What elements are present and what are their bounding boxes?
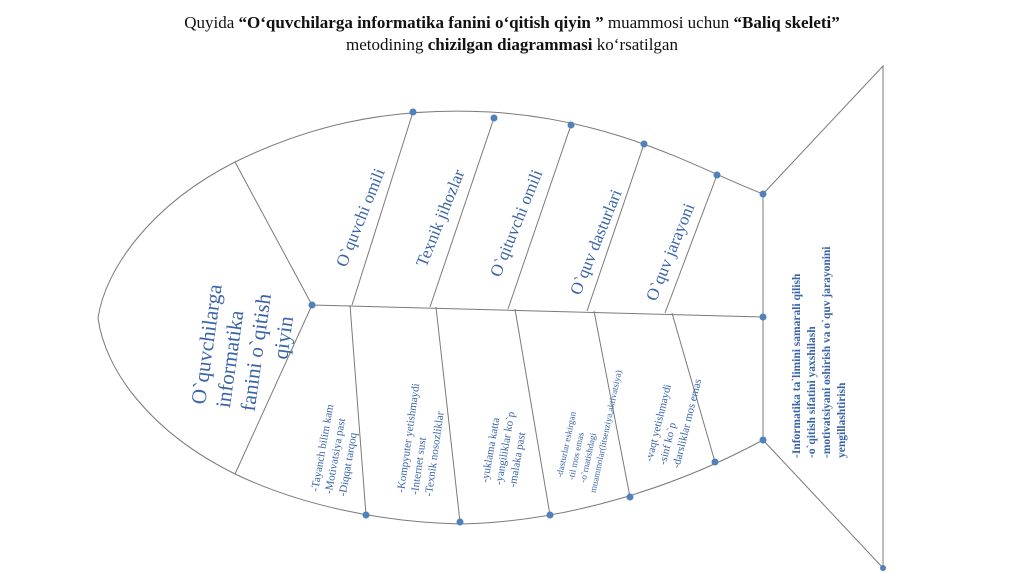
head-divider-lower [234, 304, 313, 475]
spine [311, 304, 764, 318]
dot [456, 518, 464, 526]
fish-body-outline [97, 110, 764, 525]
head-divider-upper [234, 161, 313, 306]
goal-line: yengillashtirish [836, 382, 848, 458]
top-rib [507, 124, 572, 310]
sub-cause-group: -vaqt yetishmaydi -sinf ko`p -darsliklar… [643, 378, 704, 470]
sub-cause-group: -Kompyuter yetishmaydi -Internet sust -T… [395, 383, 447, 498]
page-title: Quyida “O‘quvchilarga informatika fanini… [0, 12, 1024, 56]
top-rib [429, 117, 495, 308]
top-cause-label: O`quvchi omili [332, 165, 389, 269]
title-part: metodining [346, 35, 428, 54]
sub-cause-group: -Tayanch bilim kam -Motivatsiya past -Di… [309, 403, 360, 497]
fish-tail-outline [762, 64, 884, 570]
bottom-rib [435, 306, 461, 523]
top-rib [664, 174, 718, 314]
goal-text: -Informatika ta`limini samarali qilish -… [791, 246, 848, 458]
dot [546, 511, 554, 519]
dot [409, 108, 417, 116]
top-cause-label: O`quv dasturlari [566, 186, 626, 297]
head-line: qiyin [268, 314, 298, 361]
title-emphasis: chizilgan diagrammasi [427, 35, 593, 54]
title-method: “Baliq skeleti” [733, 13, 840, 32]
title-line-1: Quyida “O‘quvchilarga informatika fanini… [0, 12, 1024, 34]
dot [759, 313, 767, 321]
dot [880, 565, 886, 571]
dot [308, 301, 316, 309]
title-problem: “O‘quvchilarga informatika fanini o‘qiti… [238, 13, 604, 32]
bottom-rib [514, 308, 551, 516]
title-line-2: metodining chizilgan diagrammasi ko‘rsat… [0, 34, 1024, 56]
connector-dots [308, 108, 886, 571]
top-rib [586, 143, 645, 312]
dot [759, 190, 767, 198]
dot [490, 114, 498, 122]
dot [626, 493, 634, 501]
top-cause-label: O`quv jarayoni [642, 200, 698, 303]
bottom-rib [671, 312, 716, 463]
dot [711, 458, 719, 466]
title-part: muammosi uchun [603, 13, 734, 32]
fish-outline [97, 64, 884, 570]
bottom-rib [593, 310, 631, 498]
dot [713, 171, 721, 179]
sub-cause-group: -yuklama katta -yangiliklar ko`p -malaka… [479, 410, 528, 488]
dot [640, 140, 648, 148]
bottom-rib [349, 304, 367, 516]
goal-line: -Informatika ta`limini samarali qilish [791, 273, 803, 458]
goal-line: -motivatsiyani oshirish va o`quv jarayon… [821, 246, 833, 458]
dot [567, 121, 575, 129]
top-rib [351, 111, 414, 306]
title-part: Quyida [184, 13, 239, 32]
dot [759, 436, 767, 444]
sub-cause-group: -dasturlar eskirgan -til mos emas -o`rna… [554, 369, 624, 494]
goal-line: -o`qitish sifatini yaxshilash [806, 326, 818, 458]
dot [362, 511, 370, 519]
title-part: ko‘rsatilgan [592, 35, 678, 54]
head-problem-text: O`quvchilarga informatika fanini o`qitis… [186, 282, 298, 413]
sub-cause-item: muammolar(litsenziya,aktivatsiya) [588, 369, 624, 494]
